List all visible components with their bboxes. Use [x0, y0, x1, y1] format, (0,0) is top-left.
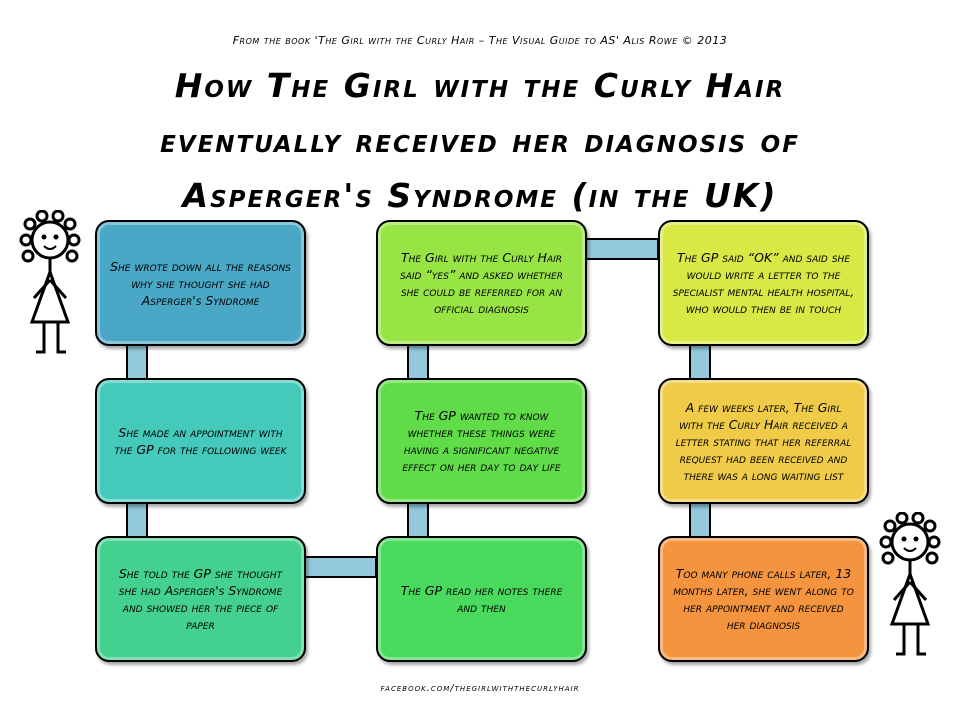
- step-text: A few weeks later, The Girl with the Cur…: [675, 399, 852, 483]
- connector: [584, 238, 659, 260]
- connector: [126, 502, 148, 540]
- step-text: The GP said “OK” and said she would writ…: [672, 250, 855, 316]
- page-title: How The Girl with the Curly Hair eventua…: [60, 58, 900, 223]
- connector: [689, 344, 711, 382]
- step-text: She told the GP she thought she had Aspe…: [118, 566, 283, 632]
- step-5: The GP wanted to know whether these thin…: [376, 378, 587, 504]
- curly-hair-girl-icon: [19, 210, 81, 354]
- book-credit: From the book 'The Girl with the Curly H…: [232, 34, 728, 47]
- step-6: The Girl with the Curly Hair said “yes” …: [376, 220, 587, 346]
- curly-hair-girl-icon: [879, 512, 941, 656]
- connector: [689, 502, 711, 540]
- step-text: She made an appointment with the GP for …: [114, 425, 287, 457]
- connector: [407, 502, 429, 540]
- step-4: The GP read her notes there and then: [376, 536, 587, 662]
- step-8: A few weeks later, The Girl with the Cur…: [658, 378, 869, 504]
- footer-link[interactable]: facebook.com/thegirlwiththecurlyhair: [380, 683, 580, 694]
- connector: [126, 344, 148, 382]
- step-2: She made an appointment with the GP for …: [95, 378, 306, 504]
- step-text: The GP wanted to know whether these thin…: [402, 408, 561, 474]
- step-1: She wrote down all the reasons why she t…: [95, 220, 306, 346]
- title-line: eventually received her diagnosis of: [160, 121, 800, 160]
- step-text: She wrote down all the reasons why she t…: [110, 258, 291, 308]
- connector: [407, 344, 429, 382]
- step-7: The GP said “OK” and said she would writ…: [658, 220, 869, 346]
- step-text: The GP read her notes there and then: [400, 583, 563, 615]
- step-text: Too many phone calls later, 13 months la…: [673, 566, 854, 632]
- step-text: The Girl with the Curly Hair said “yes” …: [400, 250, 563, 316]
- step-3: She told the GP she thought she had Aspe…: [95, 536, 306, 662]
- connector: [304, 556, 377, 578]
- title-line: Asperger's Syndrome (in the UK): [182, 176, 778, 215]
- title-line: How The Girl with the Curly Hair: [174, 66, 786, 105]
- step-9: Too many phone calls later, 13 months la…: [658, 536, 869, 662]
